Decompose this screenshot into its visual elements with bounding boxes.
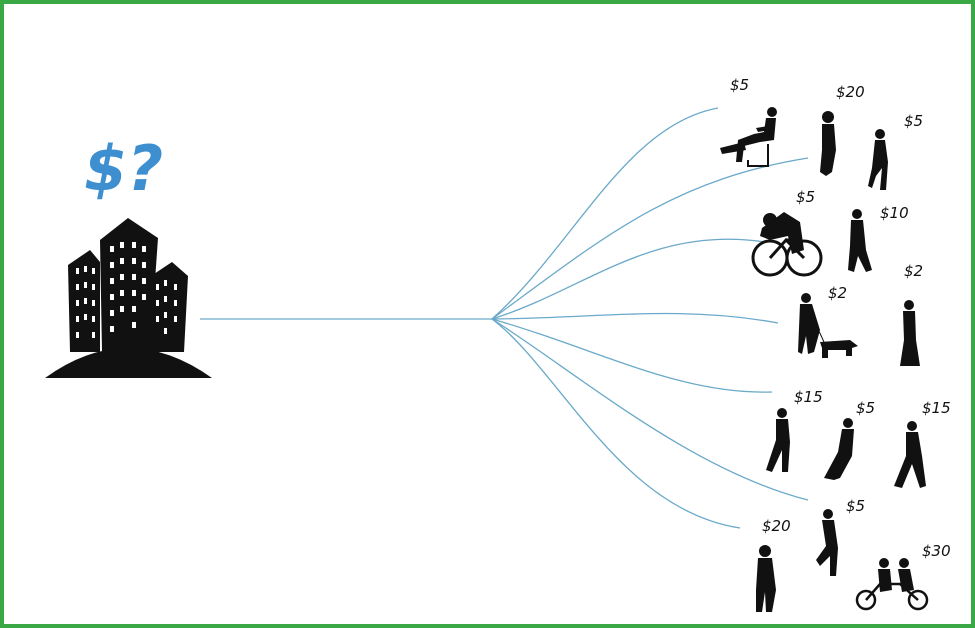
price-label: $20: [836, 83, 865, 101]
dancing-person-icon: [816, 509, 838, 576]
branch-line: [491, 312, 779, 324]
price-label: $5: [904, 112, 923, 130]
standing-person-icon: [820, 111, 836, 176]
standing-person-icon: [900, 300, 920, 366]
walking-person-icon: [894, 421, 926, 488]
price-label: $2: [904, 262, 923, 280]
walking-person-icon: [824, 418, 854, 480]
tandem-bicycle-icon: [855, 558, 929, 611]
price-label: $15: [794, 388, 823, 406]
person-walking-dog-icon: [798, 293, 858, 358]
standing-person-icon: [756, 545, 776, 612]
price-question: $?: [84, 132, 163, 205]
branch-line: [491, 107, 719, 320]
branch-line: [491, 318, 773, 393]
price-label: $20: [762, 517, 791, 535]
price-label: $5: [796, 188, 815, 206]
price-labels: $5 $20 $5 $5 $10 $2 $2 $15 $5 $15 $5 $20…: [730, 76, 951, 560]
walking-person-icon: [868, 129, 888, 190]
price-label: $15: [922, 399, 951, 417]
price-label: $2: [828, 284, 847, 302]
price-label: $30: [922, 542, 951, 560]
walking-person-icon: [766, 408, 790, 472]
sitting-reader-icon: [720, 107, 777, 167]
price-label: $5: [856, 399, 875, 417]
branch-line: [491, 238, 766, 320]
branch-line: [491, 318, 741, 529]
branch-line: [491, 157, 809, 320]
office-buildings-icon: [45, 218, 212, 378]
price-label: $5: [730, 76, 749, 94]
cyclist-icon: [751, 212, 823, 277]
price-label: $5: [846, 497, 865, 515]
branch-line: [491, 318, 809, 501]
walking-person-icon: [848, 209, 872, 272]
price-label: $10: [880, 204, 909, 222]
connection-lines: [200, 107, 809, 529]
